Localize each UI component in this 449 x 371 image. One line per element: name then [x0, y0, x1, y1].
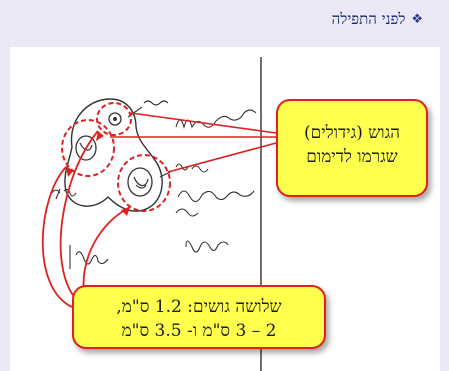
callout-top-line2: שגרמו לדימום	[306, 147, 398, 167]
scribble-label-top	[175, 109, 257, 130]
scribble-2-2	[51, 188, 77, 200]
scribble-label-mid	[177, 190, 255, 203]
scan-image-panel: הגוש (גידולים) שגרמו לדימום שלושה גושים:…	[10, 47, 440, 371]
slide-heading: ❖ לפני התפילה	[332, 10, 423, 29]
diamond-bullet-icon: ❖	[411, 12, 423, 27]
callout-tumor-bleeding: הגוש (גידולים) שגרמו לדימום	[276, 99, 428, 197]
handwritten-sketch	[41, 57, 277, 371]
pointer-line-top-large	[167, 142, 277, 173]
callout-three-masses: שלושה גושים: 1.2 ס"מ, 2 – 3 ס"מ ו- 3.5 ס…	[72, 285, 326, 349]
arrow-to-small	[59, 130, 99, 300]
red-dashed-circle-large	[117, 154, 171, 212]
pointer-line-top-small	[130, 112, 277, 134]
nodule-small	[108, 112, 122, 126]
arrow-to-large	[82, 206, 131, 296]
nodule-medium	[75, 135, 97, 161]
nodule-large	[127, 167, 153, 197]
arrow-to-medium	[41, 166, 73, 308]
callout-bottom-line2: 2 – 3 ס"מ ו- 3.5 ס"מ	[121, 321, 277, 341]
red-dashed-circle-small	[96, 102, 132, 136]
organ-outline	[64, 98, 163, 212]
scribble-center-bottom	[185, 240, 229, 253]
callout-top-line1: הגוש (גידולים)	[303, 123, 401, 143]
red-dashed-circle-medium	[61, 119, 115, 177]
scribble-left-bottom	[69, 245, 109, 269]
callout-bottom-line1: שלושה גושים: 1.2 ס"מ,	[116, 297, 282, 317]
heading-text: לפני התפילה	[331, 10, 406, 28]
